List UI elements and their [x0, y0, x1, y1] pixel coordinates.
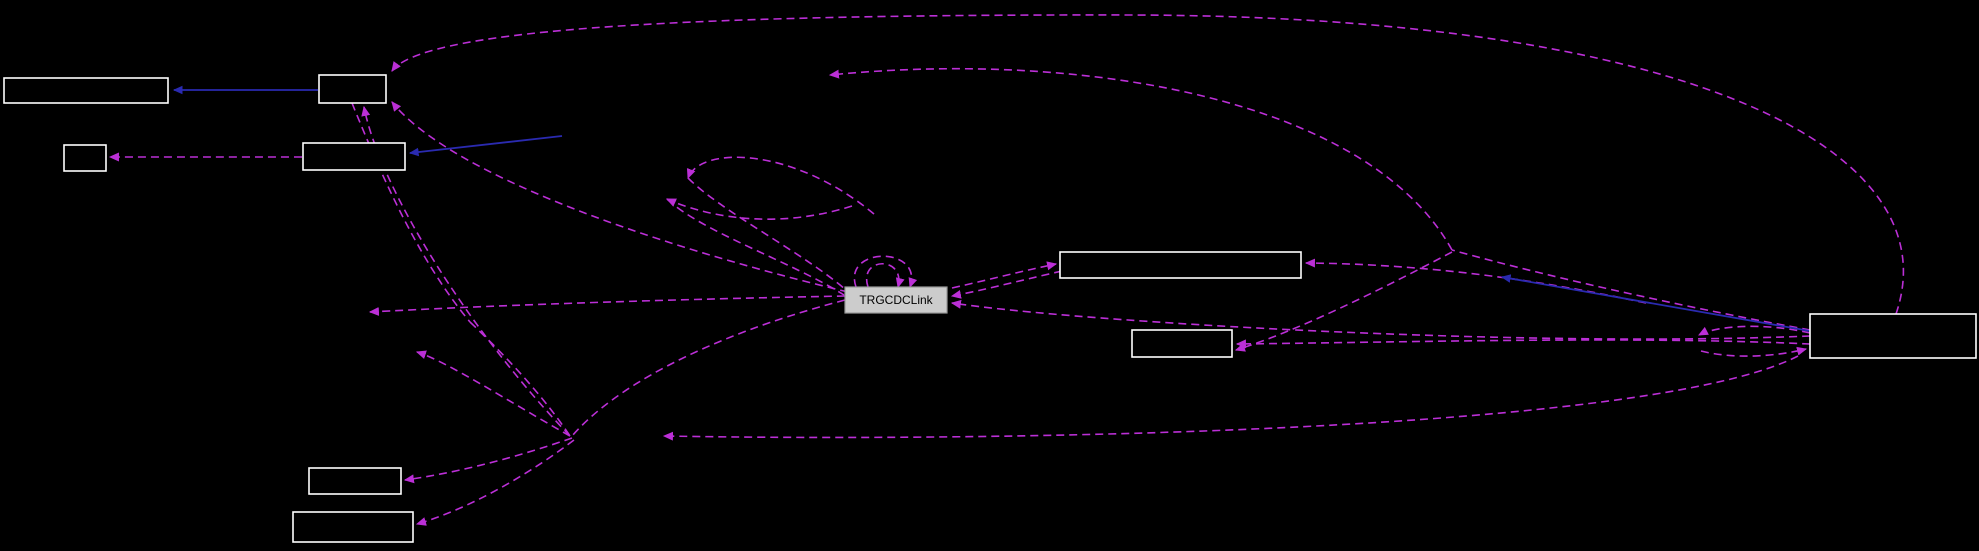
edge-right-to-node7-a [1235, 339, 1811, 349]
node-trgcdclink[interactable]: TRGCDCLink [844, 286, 948, 314]
node-left-small[interactable] [63, 144, 107, 172]
dashed-edges [108, 14, 1905, 526]
edge-junction-to-node9 [403, 437, 573, 484]
node-mid-right-wide[interactable] [1059, 251, 1302, 279]
node-bottom-2[interactable] [292, 511, 414, 543]
edge-center-to-junction [571, 299, 846, 437]
edge-right-to-center [950, 299, 1811, 340]
edge-junction-to-left [415, 350, 571, 437]
edge-tangle-lower [665, 198, 853, 220]
node-bottom-1[interactable] [308, 467, 402, 495]
edge-right-waist-link [1451, 249, 1811, 331]
edge-self-loop-inner [865, 263, 905, 289]
node-trgcdclink-box[interactable] [844, 286, 948, 314]
edge-junction-to-node10 [415, 439, 575, 526]
solid-edges [172, 85, 1811, 332]
edge-right-to-node6 [1304, 258, 1647, 304]
nodes: TRGCDCLink [3, 74, 1977, 543]
edge-center-to-node2 [391, 101, 849, 293]
node-far-right[interactable] [1809, 313, 1977, 359]
edge-right-diagonal [1500, 274, 1811, 332]
edge-right-loop-in [1700, 346, 1808, 357]
node-top-left-wide[interactable] [3, 77, 169, 104]
edge-tangle-upper [686, 156, 875, 215]
edge-right-to-node7-b [1234, 251, 1453, 352]
edge-tangle-link-1 [687, 177, 847, 291]
edge-center-to-node6 [951, 261, 1058, 289]
edge-self-loop-outer [853, 255, 918, 289]
node-trgcdclink-label: TRGCDCLink [859, 293, 933, 307]
edge-right-loop-out [1698, 325, 1811, 336]
edge-bottom-long [662, 355, 1799, 441]
node-mid-right-small[interactable] [1131, 329, 1233, 358]
edge-node6-to-center [950, 270, 1063, 299]
edge-left-vertical-link [351, 102, 471, 323]
edge-to-node4 [408, 135, 563, 157]
node-top-2[interactable] [318, 74, 387, 104]
edge-tangle-link-2 [666, 198, 845, 296]
edge-top-long-arc [391, 14, 1905, 315]
edge-center-to-left-mid [368, 295, 846, 316]
node-left-4[interactable] [302, 142, 406, 171]
edge-top-mid-arc [828, 67, 1453, 251]
edge-left-vertical-link-2 [469, 321, 571, 437]
